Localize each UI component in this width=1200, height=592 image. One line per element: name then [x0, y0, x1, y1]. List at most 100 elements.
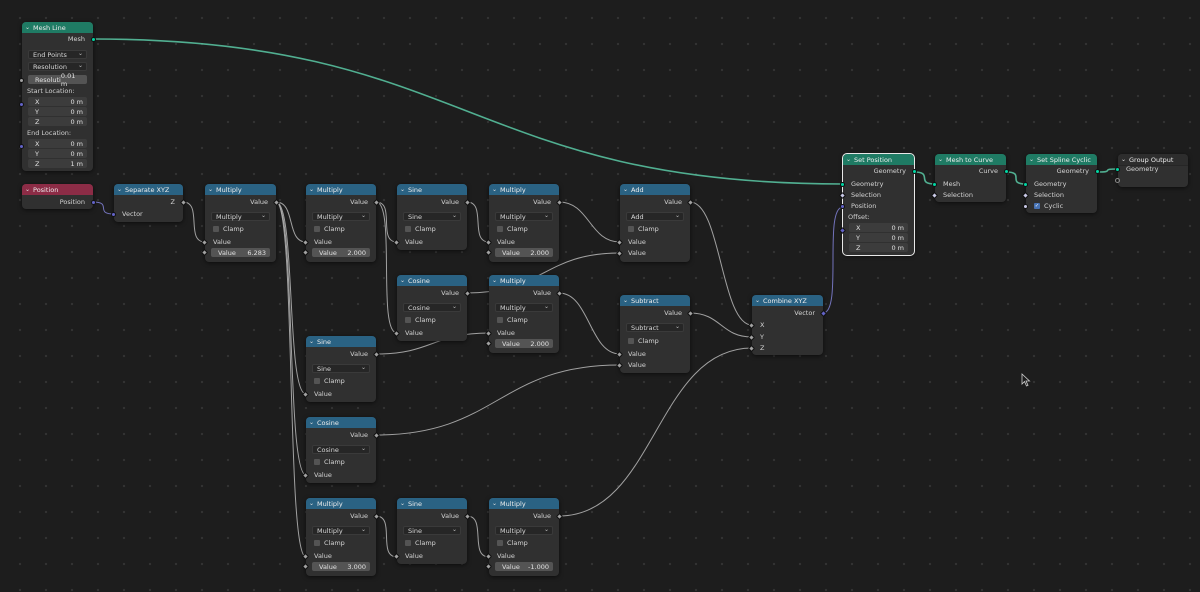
resolution-field[interactable]: Resoluti 0.01 m [19, 72, 87, 88]
operation-dropdown[interactable]: Sine⌄ [403, 212, 461, 221]
chevron-down-icon[interactable]: ⌄ [309, 419, 315, 426]
node-header[interactable]: ⌄Multiply [205, 184, 276, 195]
clamp-checkbox[interactable]: Clamp [397, 315, 467, 325]
node-multiply[interactable]: ⌄Multiply Value Multiply⌄ Clamp Value Va… [301, 498, 381, 576]
value-field[interactable]: Value-1.000 [484, 562, 553, 571]
operation-dropdown[interactable]: Multiply⌄ [312, 212, 370, 221]
node-header[interactable]: ⌄Add [620, 184, 690, 195]
float-socket[interactable] [301, 552, 310, 560]
float-socket[interactable] [392, 552, 401, 560]
node-header[interactable]: ⌄Multiply [489, 184, 559, 195]
chevron-down-icon[interactable]: ⌄ [309, 338, 315, 345]
chevron-down-icon[interactable]: ⌄ [400, 500, 406, 507]
node-header[interactable]: ⌄Multiply [489, 275, 559, 286]
geometry-socket[interactable] [1023, 181, 1028, 187]
geometry-socket[interactable] [912, 168, 917, 174]
node-cosine[interactable]: ⌄Cosine Value Cosine⌄ Clamp Value [301, 417, 381, 483]
mode-dropdown[interactable]: End Points ⌄ [28, 50, 87, 59]
float-socket[interactable] [484, 238, 493, 246]
chevron-down-icon[interactable]: ⌄ [492, 186, 498, 193]
boolean-socket[interactable] [838, 191, 847, 199]
geometry-socket[interactable] [840, 181, 845, 187]
node-separate-xyz[interactable]: ⌄ Separate XYZ Z Vector [111, 184, 188, 222]
chevron-down-icon[interactable]: ⌄ [208, 186, 214, 193]
clamp-checkbox[interactable]: Clamp [620, 336, 690, 346]
float-socket[interactable] [747, 321, 756, 329]
float-socket[interactable] [686, 198, 695, 206]
float-socket[interactable] [272, 198, 281, 206]
node-header[interactable]: ⌄Multiply [306, 184, 376, 195]
checkbox[interactable] [497, 226, 503, 232]
cyclic-checkbox[interactable]: ✓Cyclic [1023, 201, 1097, 211]
clamp-checkbox[interactable]: Clamp [489, 538, 559, 548]
vector-socket[interactable] [838, 226, 847, 235]
node-header[interactable]: ⌄Set Position [843, 154, 914, 165]
chevron-down-icon[interactable]: ⌄ [1121, 156, 1127, 163]
checkbox[interactable] [314, 540, 320, 546]
chevron-down-icon[interactable]: ⌄ [492, 500, 498, 507]
operation-dropdown[interactable]: Multiply⌄ [495, 526, 553, 535]
chevron-down-icon[interactable]: ⌄ [623, 186, 629, 193]
vector-socket[interactable] [91, 199, 96, 205]
float-socket[interactable] [301, 562, 310, 571]
checkbox[interactable] [314, 459, 320, 465]
checkbox[interactable] [314, 226, 320, 232]
node-mesh-to-curve[interactable]: ⌄Mesh to Curve Curve Mesh Selection [930, 154, 1009, 202]
float-socket[interactable] [686, 309, 695, 317]
node-multiply[interactable]: ⌄Multiply Value Multiply⌄ Clamp Value Va… [200, 184, 281, 262]
clamp-checkbox[interactable]: Clamp [306, 538, 376, 548]
operation-dropdown[interactable]: Multiply⌄ [495, 212, 553, 221]
node-header[interactable]: ⌄ Mesh Line [22, 22, 93, 33]
float-socket[interactable] [372, 198, 381, 206]
node-subtract[interactable]: ⌄Subtract Value Subtract⌄ Clamp Value Va… [615, 295, 695, 373]
chevron-down-icon[interactable]: ⌄ [25, 186, 31, 193]
vector-socket[interactable] [19, 144, 24, 149]
node-set-spline-cyclic[interactable]: ⌄Set Spline Cyclic Geometry Geometry Sel… [1021, 154, 1100, 213]
float-socket[interactable] [372, 350, 381, 358]
node-header[interactable]: ⌄Sine [397, 498, 467, 509]
clamp-checkbox[interactable]: Clamp [397, 224, 467, 234]
operation-dropdown[interactable]: Cosine⌄ [312, 445, 370, 454]
checkbox[interactable] [314, 378, 320, 384]
checkbox[interactable] [497, 540, 503, 546]
operation-dropdown[interactable]: Sine⌄ [403, 526, 461, 535]
operation-dropdown[interactable]: Multiply⌄ [495, 303, 553, 312]
float-socket[interactable] [484, 329, 493, 337]
checkbox[interactable] [628, 226, 634, 232]
node-header[interactable]: ⌄Group Output [1118, 154, 1188, 166]
vector-socket[interactable] [819, 309, 828, 317]
node-header[interactable]: ⌄Subtract [620, 295, 690, 306]
float-socket[interactable] [484, 248, 493, 257]
geometry-socket[interactable] [1004, 168, 1009, 174]
clamp-checkbox[interactable]: Clamp [489, 224, 559, 234]
float-socket[interactable] [747, 333, 756, 341]
float-socket[interactable] [615, 238, 624, 246]
node-combine-xyz[interactable]: ⌄Combine XYZ Vector X Y Z [747, 295, 828, 355]
float-socket[interactable] [615, 361, 624, 369]
node-header[interactable]: ⌄Multiply [306, 498, 376, 509]
float-socket[interactable] [301, 390, 310, 398]
operation-dropdown[interactable]: Multiply⌄ [211, 212, 270, 221]
chevron-down-icon[interactable]: ⌄ [846, 156, 852, 163]
chevron-down-icon[interactable]: ⌄ [400, 277, 406, 284]
empty-socket[interactable] [1115, 177, 1120, 183]
node-header[interactable]: ⌄Set Spline Cyclic [1026, 154, 1097, 165]
clamp-checkbox[interactable]: Clamp [306, 224, 376, 234]
operation-dropdown[interactable]: Subtract⌄ [626, 323, 684, 332]
chevron-down-icon[interactable]: ⌄ [117, 186, 123, 193]
checkbox[interactable] [405, 317, 411, 323]
node-header[interactable]: ⌄Cosine [306, 417, 376, 428]
node-add[interactable]: ⌄Add Value Add⌄ Clamp Value Value [615, 184, 695, 262]
vector-socket[interactable] [111, 211, 116, 217]
node-header[interactable]: ⌄Mesh to Curve [935, 154, 1006, 165]
node-header[interactable]: ⌄ Position [22, 184, 93, 195]
chevron-down-icon[interactable]: ⌄ [25, 24, 31, 31]
